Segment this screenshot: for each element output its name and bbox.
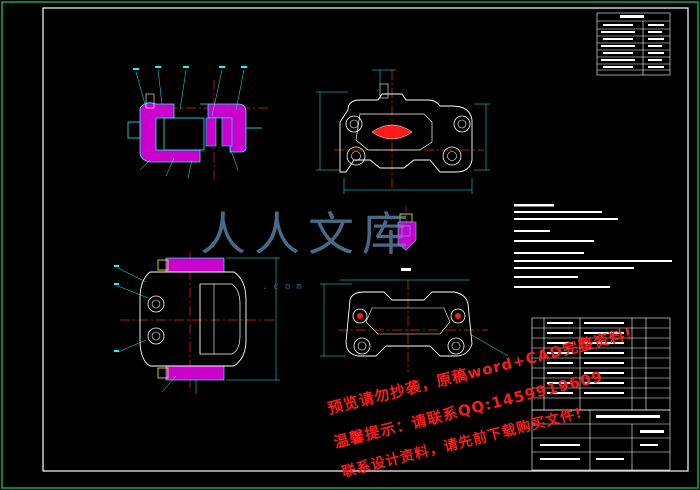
watermark-url: .com [262, 282, 308, 292]
caliper-section-view-1 [127, 66, 268, 182]
title-block-text [540, 322, 664, 460]
watermark-logo: 人人文库 [200, 207, 416, 261]
parameter-table [596, 12, 671, 76]
parameter-table-text [601, 15, 664, 68]
caliper-front-view [316, 69, 490, 194]
technical-requirements [514, 204, 672, 288]
caliper-bottom-view [320, 279, 509, 372]
caliper-side-view [114, 252, 280, 394]
bolt-detail-view [397, 206, 417, 271]
drawing-frame [42, 7, 689, 472]
parts-list-and-title-block [531, 317, 671, 471]
